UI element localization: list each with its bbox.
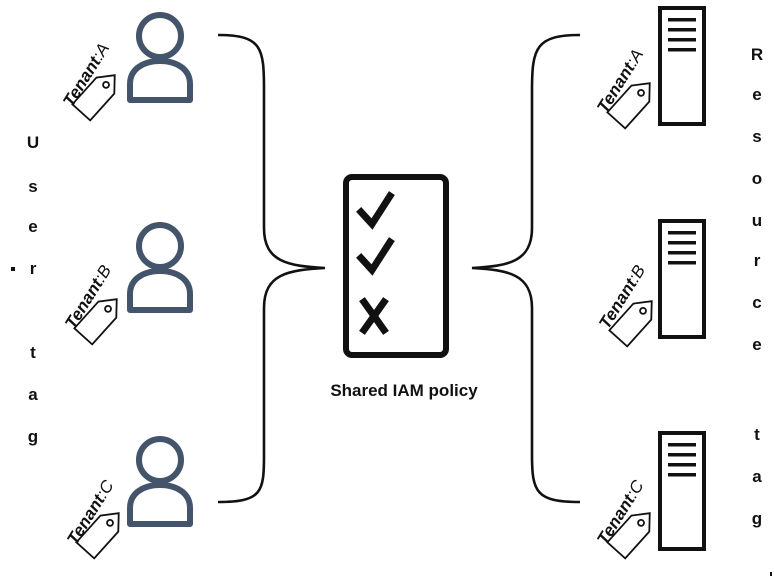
user-tag-letter: a — [28, 385, 38, 404]
resource-tag-letter: t — [754, 425, 760, 444]
resource-tag-letter: o — [752, 169, 762, 188]
user-tag-letter: U — [27, 133, 39, 152]
user-body-icon — [127, 482, 193, 527]
resource-tag-letter: c — [752, 293, 761, 312]
user-body-icon — [127, 268, 193, 313]
user-tag-letter: e — [28, 217, 37, 236]
user-b: Tenant:B — [61, 222, 193, 346]
tag-icon — [73, 298, 118, 346]
user-head-icon — [136, 12, 184, 60]
user-tag-letter: t — [30, 343, 36, 362]
policy-caption: Shared IAM policy — [330, 381, 478, 400]
resource-tag-letter: a — [752, 467, 762, 486]
user-tag-label: U s e r t a g — [11, 133, 39, 446]
left-bracket — [217, 33, 326, 504]
tag-icon — [71, 74, 116, 122]
user-tag-letter: g — [28, 427, 38, 446]
user-c: Tenant:C — [63, 436, 193, 560]
right-bracket — [471, 33, 581, 504]
resource-a: Tenant:A — [593, 6, 706, 130]
server-icon — [658, 6, 706, 126]
resource-tag-letter: u — [752, 211, 762, 230]
check-icon — [356, 237, 395, 276]
resource-tag-letter: R — [751, 45, 763, 64]
user-head-icon — [136, 222, 184, 270]
resource-tag-letter: s — [752, 127, 761, 146]
resource-tag-letter: e — [752, 335, 761, 354]
resource-tag-label: R e s o u r c e t a g — [751, 45, 763, 528]
user-tag-letter: s — [28, 177, 37, 196]
resource-tag-letter: g — [752, 509, 762, 528]
user-head-icon — [136, 436, 184, 484]
resource-c: Tenant:C — [593, 431, 706, 560]
tag-icon — [75, 512, 120, 560]
tag-icon — [606, 82, 651, 130]
resource-tag-letter: r — [754, 251, 761, 270]
user-a: Tenant:A — [59, 12, 193, 122]
tag-icon — [608, 300, 653, 348]
server-icon — [658, 431, 706, 551]
cross-icon — [359, 297, 389, 335]
resource-tag-letter: e — [752, 85, 761, 104]
user-tag-letter: r — [30, 259, 37, 278]
policy-document — [343, 174, 449, 358]
check-icon — [356, 191, 395, 230]
bullet-dot — [11, 267, 15, 271]
tag-icon — [606, 512, 651, 560]
user-body-icon — [127, 58, 193, 103]
resource-b: Tenant:B — [595, 219, 706, 348]
server-icon — [658, 219, 706, 339]
corner-mark — [770, 572, 772, 576]
